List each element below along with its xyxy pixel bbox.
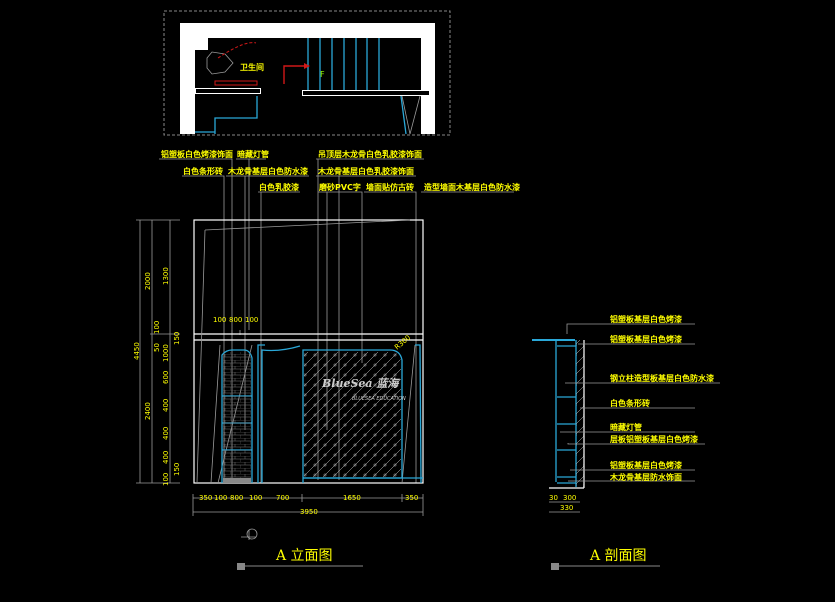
- svg-text:白色条形砖: 白色条形砖: [183, 166, 223, 176]
- svg-text:木龙骨基层白色防水漆: 木龙骨基层白色防水漆: [227, 166, 308, 176]
- svg-text:墙面贴仿古砖: 墙面贴仿古砖: [366, 182, 414, 192]
- svg-text:330: 330: [560, 504, 573, 512]
- svg-text:600: 600: [162, 371, 170, 384]
- svg-text:100: 100: [213, 316, 226, 324]
- svg-text:1000: 1000: [162, 344, 170, 362]
- svg-text:2400: 2400: [144, 402, 152, 420]
- logo-subtext: BLUESEA EDUCATION: [352, 396, 406, 402]
- svg-text:暗藏灯管: 暗藏灯管: [610, 422, 642, 432]
- bottom-dimensions: 350 100 800 100 700 1650 350 3950 100 80…: [199, 316, 418, 516]
- svg-text:木龙骨基层白色乳胶漆饰面: 木龙骨基层白色乳胶漆饰面: [317, 166, 414, 176]
- svg-text:400: 400: [162, 427, 170, 440]
- logo-text: BlueSea 蓝海: [321, 377, 400, 390]
- svg-text:4450: 4450: [133, 342, 141, 360]
- section-drawing: 铝塑板基层白色烤漆 铝塑板基层白色烤漆 钢立柱造型板基层白色防水漆 白色条形砖 …: [532, 314, 720, 513]
- svg-text:白色乳胶漆: 白色乳胶漆: [259, 182, 299, 192]
- room-label: 卫生间: [240, 62, 264, 72]
- svg-text:吊顶层木龙骨白色乳胶漆饰面: 吊顶层木龙骨白色乳胶漆饰面: [318, 149, 422, 159]
- svg-text:磨砂PVC字: 磨砂PVC字: [318, 182, 361, 192]
- floor-plan: 卫生间 F: [163, 10, 451, 136]
- svg-text:铝塑板白色烤漆饰面: 铝塑板白色烤漆饰面: [161, 149, 233, 159]
- svg-text:800: 800: [230, 494, 243, 502]
- svg-text:1650: 1650: [343, 494, 361, 502]
- svg-text:100: 100: [245, 316, 258, 324]
- svg-text:100: 100: [153, 321, 161, 334]
- elevation-callouts: 铝塑板白色烤漆饰面 暗藏灯管 吊顶层木龙骨白色乳胶漆饰面 白色条形砖 木龙骨基层…: [161, 149, 520, 192]
- svg-text:白色条形砖: 白色条形砖: [610, 398, 650, 408]
- svg-text:100: 100: [214, 494, 227, 502]
- elevation-title: A 立面图: [237, 548, 363, 570]
- svg-text:100: 100: [162, 473, 170, 486]
- svg-text:100: 100: [249, 494, 262, 502]
- dimension-lines: [136, 219, 424, 540]
- svg-text:150: 150: [173, 332, 181, 345]
- toilet-icon: [206, 51, 234, 75]
- section-title: A 剖面图: [551, 548, 660, 570]
- svg-text:400: 400: [162, 399, 170, 412]
- svg-text:R300: R300: [393, 334, 412, 352]
- svg-text:层板铝塑板基层白色烤漆: 层板铝塑板基层白色烤漆: [609, 434, 698, 444]
- svg-text:木龙骨基层防水饰面: 木龙骨基层防水饰面: [609, 472, 682, 482]
- svg-text:钢立柱造型板基层白色防水漆: 钢立柱造型板基层白色防水漆: [610, 373, 714, 383]
- left-dimensions: 4450 2000 2400 1300 150 1000 600 400 400…: [133, 267, 181, 486]
- svg-text:30: 30: [549, 494, 558, 502]
- elevation-drawing: BlueSea 蓝海 BLUESEA EDUCATION R300: [193, 219, 424, 484]
- svg-text:400: 400: [162, 451, 170, 464]
- svg-text:1300: 1300: [162, 267, 170, 285]
- svg-text:造型墙面木基层白色防水漆: 造型墙面木基层白色防水漆: [424, 182, 520, 192]
- svg-text:700: 700: [276, 494, 289, 502]
- svg-text:A 剖面图: A 剖面图: [589, 548, 647, 564]
- svg-text:铝塑板基层白色烤漆: 铝塑板基层白色烤漆: [610, 460, 682, 470]
- svg-text:50: 50: [153, 343, 161, 352]
- svg-text:3950: 3950: [300, 508, 318, 516]
- view-marker: F: [320, 70, 325, 79]
- svg-text:铝塑板基层白色烤漆: 铝塑板基层白色烤漆: [610, 334, 682, 344]
- svg-text:150: 150: [173, 463, 181, 476]
- svg-text:2000: 2000: [144, 272, 152, 290]
- svg-text:300: 300: [563, 494, 576, 502]
- svg-text:暗藏灯管: 暗藏灯管: [237, 149, 269, 159]
- svg-text:350: 350: [405, 494, 418, 502]
- svg-text:800: 800: [229, 316, 242, 324]
- svg-text:A 立面图: A 立面图: [275, 548, 333, 564]
- svg-text:铝塑板基层白色烤漆: 铝塑板基层白色烤漆: [610, 314, 682, 324]
- svg-text:350: 350: [199, 494, 212, 502]
